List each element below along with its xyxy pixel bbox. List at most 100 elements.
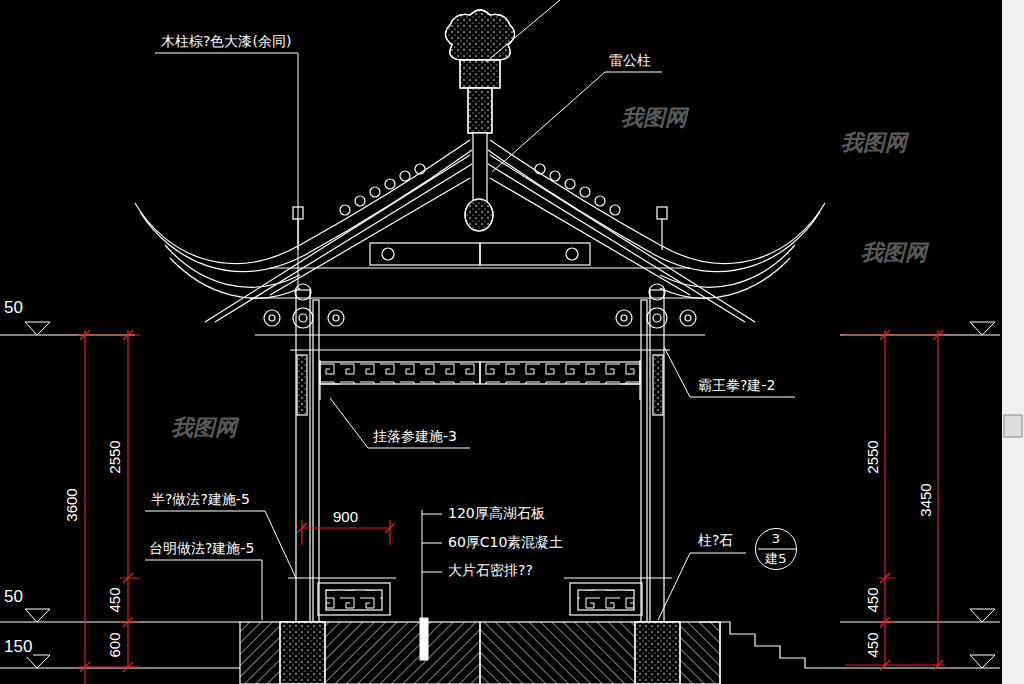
detail-reference: 台明做法?建施-5 — [148, 540, 255, 556]
part-name: 柱?石 — [697, 532, 734, 548]
lei-gong-post — [468, 88, 492, 133]
pavilion-half — [400, 171, 410, 181]
scroll-thumb — [1004, 415, 1022, 437]
detail-reference: 霸王拳?建-2 — [697, 377, 776, 393]
dimension-lines — [85, 330, 128, 684]
detail-reference: 挂落参建施-3 — [372, 428, 458, 444]
level-marks — [0, 322, 135, 335]
pavilion-half — [135, 140, 480, 684]
leader-lines — [145, 511, 296, 578]
steps — [700, 622, 840, 684]
index-text: 3 — [772, 532, 780, 546]
lei-gong-post — [468, 88, 492, 133]
pavilion-half — [269, 315, 275, 321]
pavilion-half — [318, 583, 390, 615]
pavilion-half — [270, 178, 470, 295]
pavilion-half — [264, 310, 280, 326]
level-mark: 50 — [3, 587, 24, 607]
pavilion-half — [280, 622, 325, 684]
scrollbar — [1002, 0, 1024, 684]
pavilion-half — [340, 205, 350, 215]
leader-lines — [155, 53, 298, 288]
lei-gong-post — [445, 10, 514, 60]
part-name: 雷公柱 — [608, 52, 652, 68]
pavilion-half — [295, 284, 311, 300]
steps — [700, 622, 840, 668]
pavilion-elevation — [480, 140, 825, 684]
dimension-lines — [845, 335, 945, 665]
pavilion-half — [370, 187, 380, 197]
divider-line — [758, 549, 796, 550]
leader-lines — [658, 553, 746, 620]
dimension: 450 — [864, 631, 881, 658]
pavilion-half — [355, 196, 365, 206]
lei-gong-post — [465, 199, 493, 231]
pavilion-half — [250, 268, 480, 350]
dimension: 900 — [332, 508, 359, 525]
finish-note: 木柱棕?色大漆(余同) — [160, 33, 292, 49]
detail-index-circle: 3建5 — [755, 528, 797, 570]
dimension-lines — [80, 330, 133, 672]
pavilion-half — [415, 164, 425, 174]
lei-gong-post — [465, 199, 493, 231]
dimension-lines — [78, 335, 140, 667]
leader-lines — [330, 398, 470, 448]
material-layer: 60厚C10素混凝土 — [447, 534, 564, 550]
lei-gong-post — [460, 60, 500, 88]
dimension-lines — [880, 330, 943, 670]
pavilion-half — [165, 245, 300, 287]
dimension: 450 — [106, 586, 123, 613]
index-text: 建5 — [765, 552, 786, 566]
pavilion-half — [370, 243, 480, 265]
pavilion-half — [170, 258, 300, 298]
detail-reference: 半?做法?建施-5 — [150, 491, 251, 507]
leader-lines — [664, 347, 795, 397]
pavilion-half — [385, 179, 395, 189]
pavilion-half — [288, 577, 396, 578]
material-layer: 120厚高湖石板 — [447, 505, 546, 521]
pavilion-half — [320, 362, 480, 384]
lei-gong-post — [473, 133, 487, 203]
pavilion-half — [326, 590, 382, 610]
steps — [719, 622, 720, 684]
dimension: 2550 — [864, 439, 881, 474]
dimension: 2550 — [106, 439, 123, 474]
lei-gong-post — [445, 10, 514, 231]
pavilion-half — [320, 360, 340, 400]
leader-lines — [145, 560, 262, 620]
dimension: 3600 — [63, 487, 80, 522]
watermark: 我图网 — [620, 105, 688, 130]
lei-gong-post — [460, 60, 500, 88]
watermark: 我图网 — [860, 240, 928, 265]
dimension-lines — [78, 330, 945, 684]
pavilion-half — [297, 355, 307, 415]
leader-lines — [145, 0, 795, 660]
watermark: 我图网 — [840, 130, 908, 155]
pavilion-half — [293, 308, 313, 328]
pavilion-half — [382, 248, 394, 260]
pavilion-half — [140, 150, 472, 271]
pavilion-half — [299, 314, 307, 322]
pavilion-half — [333, 315, 339, 321]
pavilion-half — [240, 622, 480, 684]
leader-lines — [420, 618, 428, 660]
pavilion-half — [280, 622, 325, 684]
level-marks — [0, 322, 1000, 668]
dimension: 450 — [864, 586, 881, 613]
level-marks — [840, 322, 1000, 335]
pavilion-half — [135, 140, 470, 263]
material-layer: 大片石密排?? — [447, 562, 534, 578]
leader-lines — [486, 0, 560, 62]
pavilion-half — [328, 310, 344, 326]
watermark: 我图网 — [170, 415, 238, 440]
level-mark: 150 — [3, 637, 33, 657]
dimension: 3450 — [917, 482, 934, 517]
dimension: 600 — [106, 631, 123, 658]
leader-lines — [422, 510, 442, 618]
level-mark: 50 — [3, 298, 24, 318]
pavilion-half — [296, 290, 310, 622]
pavilion-half — [313, 300, 319, 622]
dimension-lines — [885, 330, 938, 668]
